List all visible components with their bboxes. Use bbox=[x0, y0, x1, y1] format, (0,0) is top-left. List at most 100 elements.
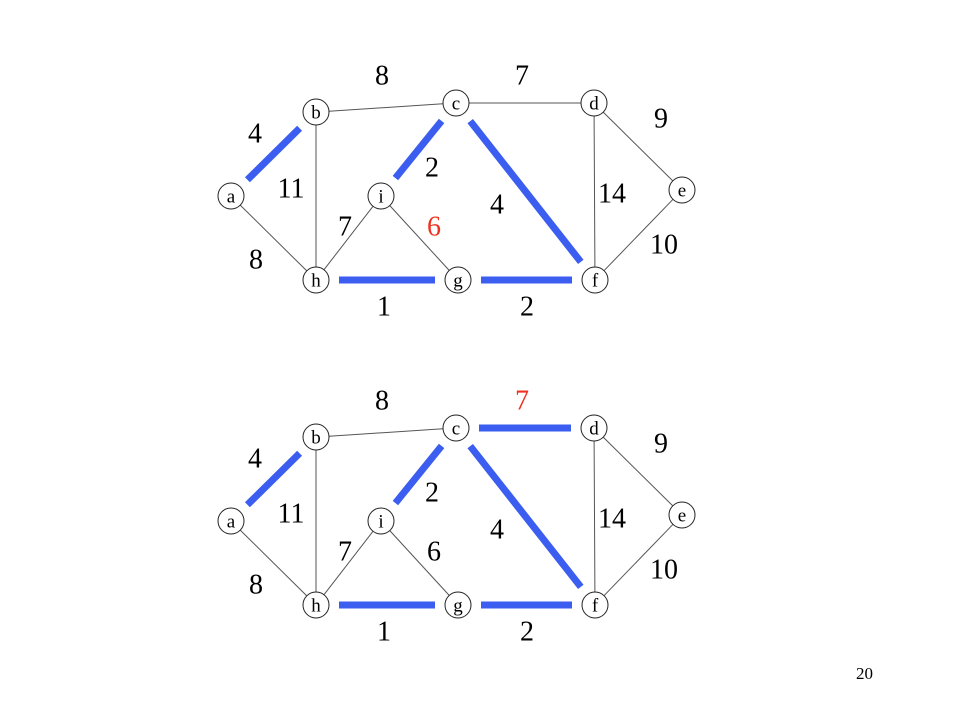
edge-weight-c-f: 4 bbox=[490, 190, 504, 221]
edge-weight-c-i: 2 bbox=[425, 153, 439, 184]
node-label: b bbox=[311, 428, 321, 449]
node-circle bbox=[442, 414, 470, 442]
edge-weight-h-i: 7 bbox=[338, 537, 352, 568]
node-circle bbox=[442, 89, 470, 117]
node-circle bbox=[668, 501, 696, 529]
node-h: h bbox=[302, 591, 330, 619]
edge-g-i bbox=[389, 205, 450, 271]
edge-weight-a-b: 4 bbox=[248, 119, 262, 150]
node-e: e bbox=[668, 176, 696, 204]
edge-g-i bbox=[389, 530, 450, 596]
node-circle bbox=[217, 507, 245, 535]
node-label: b bbox=[311, 103, 321, 124]
graph-top: 4 8 8 11 7 2 4 9 14 10 2 1 6 7 a b c d e f g h i bbox=[217, 61, 696, 323]
node-c: c bbox=[442, 89, 470, 117]
node-label: f bbox=[592, 271, 599, 292]
edge-d-e bbox=[602, 436, 674, 507]
node-f: f bbox=[581, 266, 609, 294]
node-circle bbox=[217, 182, 245, 210]
node-label: d bbox=[589, 94, 599, 115]
edge-weight-c-d: 7 bbox=[515, 61, 529, 92]
node-h: h bbox=[302, 266, 330, 294]
edge-weight-g-h: 1 bbox=[377, 292, 391, 323]
edge-weight-g-i: 6 bbox=[427, 212, 441, 243]
edge-weight-d-f: 14 bbox=[598, 504, 626, 535]
node-label: d bbox=[589, 419, 599, 440]
node-label: e bbox=[678, 181, 686, 202]
edge-weight-d-e: 9 bbox=[654, 429, 668, 460]
edge-a-b bbox=[244, 125, 303, 183]
node-label: c bbox=[452, 419, 460, 440]
node-label: g bbox=[453, 596, 463, 617]
edge-c-f bbox=[467, 118, 584, 265]
node-circle bbox=[302, 423, 330, 451]
edge-weight-a-h: 8 bbox=[249, 245, 263, 276]
node-circle bbox=[580, 414, 608, 442]
edge-weight-d-e: 9 bbox=[654, 104, 668, 135]
node-a: a bbox=[217, 507, 245, 535]
node-e: e bbox=[668, 501, 696, 529]
node-circle bbox=[581, 266, 609, 294]
edge-weight-c-i: 2 bbox=[425, 478, 439, 509]
node-circle bbox=[581, 591, 609, 619]
edge-d-f bbox=[593, 440, 596, 593]
node-circle bbox=[444, 266, 472, 294]
node-label: i bbox=[378, 512, 383, 533]
node-label: g bbox=[453, 271, 463, 292]
node-g: g bbox=[444, 591, 472, 619]
edge-weight-c-d: 7 bbox=[515, 386, 529, 417]
edge-b-c bbox=[328, 103, 444, 112]
edge-weight-e-f: 10 bbox=[650, 555, 678, 586]
node-label: i bbox=[378, 187, 383, 208]
node-circle bbox=[367, 507, 395, 535]
edge-c-i bbox=[392, 118, 445, 181]
edge-weight-h-i: 7 bbox=[338, 212, 352, 243]
edge-weight-a-h: 8 bbox=[249, 570, 263, 601]
edge-c-i bbox=[392, 443, 445, 506]
node-label: c bbox=[452, 94, 460, 115]
node-i: i bbox=[367, 182, 395, 210]
node-b: b bbox=[302, 98, 330, 126]
edge-h-i bbox=[323, 205, 374, 271]
edge-weight-g-i: 6 bbox=[427, 537, 441, 568]
edge-a-h bbox=[239, 529, 308, 597]
edge-a-h bbox=[239, 204, 308, 272]
node-circle bbox=[367, 182, 395, 210]
node-label: f bbox=[592, 596, 599, 617]
node-g: g bbox=[444, 266, 472, 294]
edge-weight-b-h: 11 bbox=[278, 499, 305, 530]
edge-weight-g-h: 1 bbox=[377, 617, 391, 648]
edge-weight-f-g: 2 bbox=[520, 617, 534, 648]
node-circle bbox=[302, 591, 330, 619]
node-a: a bbox=[217, 182, 245, 210]
node-d: d bbox=[580, 89, 608, 117]
node-f: f bbox=[581, 591, 609, 619]
node-c: c bbox=[442, 414, 470, 442]
node-label: h bbox=[311, 596, 321, 617]
node-label: h bbox=[311, 271, 321, 292]
node-circle bbox=[302, 98, 330, 126]
edge-h-i bbox=[323, 530, 374, 596]
node-circle bbox=[444, 591, 472, 619]
edge-b-c bbox=[328, 428, 444, 437]
node-i: i bbox=[367, 507, 395, 535]
edge-a-b bbox=[244, 450, 303, 508]
node-circle bbox=[580, 89, 608, 117]
edge-weight-f-g: 2 bbox=[520, 292, 534, 323]
edge-weight-b-h: 11 bbox=[278, 174, 305, 205]
page-number: 20 bbox=[856, 664, 873, 683]
edge-weight-a-b: 4 bbox=[248, 444, 262, 475]
edge-weight-c-f: 4 bbox=[490, 515, 504, 546]
edge-d-e bbox=[602, 111, 674, 182]
edge-e-f bbox=[603, 198, 674, 272]
edge-d-f bbox=[593, 115, 596, 268]
edge-weight-b-c: 8 bbox=[375, 61, 389, 92]
edge-weight-e-f: 10 bbox=[650, 230, 678, 261]
node-label: a bbox=[227, 187, 236, 208]
node-circle bbox=[302, 266, 330, 294]
edge-c-f bbox=[467, 443, 584, 590]
node-circle bbox=[668, 176, 696, 204]
edge-weight-d-f: 14 bbox=[598, 179, 626, 210]
